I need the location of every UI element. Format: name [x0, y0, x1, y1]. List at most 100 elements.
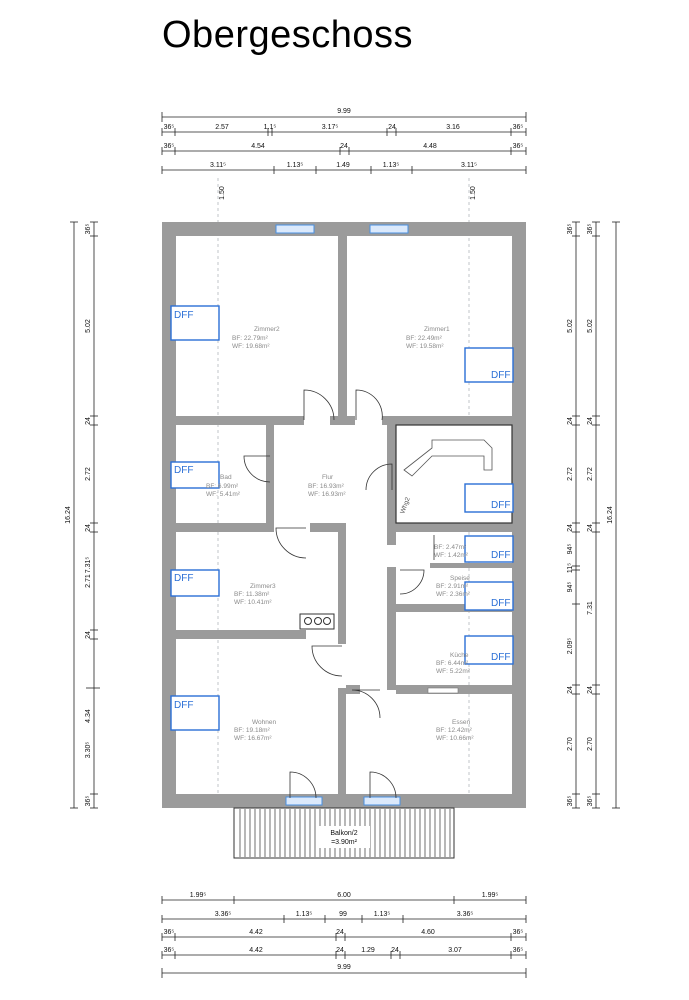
dim-bottom-r4-3: 24	[336, 947, 344, 954]
dim-top-r2-1: 36⁵	[164, 143, 175, 150]
dim-bottom-r2-2: 1.13⁵	[296, 911, 313, 918]
room-speise-bf: BF: 2.91m²	[436, 583, 469, 590]
dim-window-left: 1.50	[219, 186, 226, 200]
dff-abstell	[464, 535, 514, 563]
dim-top-r3-3: 1.49	[336, 162, 350, 169]
room-zimmer1-bf: BF: 22.49m²	[406, 335, 443, 342]
dim-top-r1-1: 36⁵	[164, 124, 175, 131]
dff-label-bad: DFF	[174, 465, 193, 476]
left-dimensions	[70, 221, 100, 809]
roof-window-labels: DFF DFF DFF DFF DFF DFF DFF DFF DFF	[174, 310, 510, 711]
dim-top-r2-3: 24	[340, 143, 348, 150]
dim-bottom-r3-4: 4.60	[421, 929, 435, 936]
dim-left-b2: 3.30⁵	[85, 742, 92, 759]
room-flur-name: Flur	[322, 474, 334, 481]
dim-bottom-r4-4: 1.29	[361, 947, 375, 954]
dff-speise	[464, 581, 514, 611]
dim-right-b9: 36⁵	[587, 796, 594, 807]
dim-top-r3-2: 1.13⁵	[287, 162, 304, 169]
balcony-name: Balkon/2	[330, 830, 357, 837]
dim-right-a8: 94⁵	[567, 582, 574, 593]
dim-right-a11: 2.70	[567, 737, 574, 751]
room-zimmer2-wf: WF: 19.68m²	[232, 343, 270, 350]
dim-top-r3-4: 1.13⁵	[383, 162, 400, 169]
dim-top-r1-5: 24	[388, 124, 396, 131]
dim-top-r1-2: 2.57	[215, 124, 229, 131]
dff-label-zimmer3: DFF	[174, 573, 193, 584]
dim-bottom-r2-3: 99	[339, 911, 347, 918]
dim-left-a8: 4.34	[85, 709, 92, 723]
room-kueche-name: Küche	[450, 652, 469, 659]
room-kueche-wf: WF: 5.22m²	[436, 668, 471, 675]
room-bad-name: Bad	[220, 474, 232, 481]
dff-label-abstell: DFF	[491, 550, 510, 561]
room-essen-wf: WF: 10.66m²	[436, 735, 474, 742]
dff-kueche	[464, 635, 514, 665]
dff-stair	[464, 483, 514, 513]
top-dimensions	[161, 112, 527, 174]
dim-right-a2: 5.02	[567, 319, 574, 333]
room-essen-name: Essen	[452, 719, 470, 726]
dim-right-b6: 7.31	[587, 601, 594, 615]
room-wohnen-wf: WF: 16.67m²	[234, 735, 272, 742]
dim-left-a5: 24	[85, 524, 92, 532]
dim-left-a4: 2.72	[85, 467, 92, 481]
dff-bad	[170, 461, 220, 489]
room-zimmer2-bf: BF: 22.79m²	[232, 335, 269, 342]
dim-left-a3: 24	[85, 417, 92, 425]
dim-bottom-r1-3: 1.99⁵	[482, 892, 499, 899]
top-windows	[275, 224, 409, 806]
dim-left-a6: 2.71	[85, 574, 92, 588]
dim-left-b1: 7.31⁵	[85, 557, 92, 574]
dim-left-a9: 36⁵	[85, 796, 92, 807]
dim-right-a5: 24	[567, 524, 574, 532]
right-dimension-labels: 36⁵ 5.02 24 2.72 24 94⁵ 11⁵ 94⁵ 2.09⁵ 24…	[567, 224, 614, 807]
dff-zimmer2	[170, 305, 220, 341]
walls	[162, 222, 526, 808]
dim-top-total: 9.99	[337, 108, 351, 115]
dff-zimmer3	[170, 569, 220, 597]
room-zimmer3-wf: WF: 10.41m²	[234, 599, 272, 606]
kitchen-window-sill	[427, 687, 459, 694]
dim-bottom-r4-6: 3.07	[448, 947, 462, 954]
room-flur-bf: BF: 16.93m²	[308, 483, 345, 490]
roof-windows	[170, 305, 514, 731]
dim-right-a6: 94⁵	[567, 544, 574, 555]
dim-right-b7: 24	[587, 686, 594, 694]
dim-right-b1: 36⁵	[587, 224, 594, 235]
right-dimensions	[572, 221, 620, 809]
dim-left-total: 16.24	[65, 506, 72, 524]
room-zimmer1-wf: WF: 19.58m²	[406, 343, 444, 350]
room-wohnen-bf: BF: 19.18m²	[234, 727, 271, 734]
dim-bottom-r3-1: 36⁵	[164, 929, 175, 936]
dim-top-r2-2: 4.54	[251, 143, 265, 150]
dim-right-total: 16.24	[607, 506, 614, 524]
dim-left-a1: 36⁵	[85, 224, 92, 235]
dim-bottom-r4-7: 36⁵	[513, 947, 524, 954]
window-zimmer1	[369, 224, 409, 234]
room-essen-bf: BF: 12.42m²	[436, 727, 473, 734]
room-kueche-bf: BF: 6.44m²	[436, 660, 469, 667]
dim-right-b2: 5.02	[587, 319, 594, 333]
room-zimmer2-name: Zimmer2	[254, 326, 280, 333]
window-zimmer2	[275, 224, 315, 234]
dff-label-wohnen: DFF	[174, 700, 193, 711]
dim-bottom-r2-4: 1.13⁵	[374, 911, 391, 918]
dim-bottom-r2-1: 3.36⁵	[215, 911, 232, 918]
dim-bottom-r4-5: 24	[391, 947, 399, 954]
dff-label-zimmer2: DFF	[174, 310, 193, 321]
dim-left-a2: 5.02	[85, 319, 92, 333]
dim-bottom-r1-2: 6.00	[337, 892, 351, 899]
dim-right-a3: 24	[567, 417, 574, 425]
room-bad-bf: BF: 6.99m²	[206, 483, 239, 490]
top-dimension-labels: 9.99 36⁵ 2.57 1.1⁵ 3.17⁵ 24 3.16 36⁵ 36⁵…	[164, 108, 524, 169]
dim-bottom-r3-3: 24	[336, 929, 344, 936]
balcony: Balkon/2 =3.90m²	[233, 807, 455, 859]
balcony-area: =3.90m²	[331, 839, 358, 846]
room-zimmer3-bf: BF: 11.38m²	[234, 591, 270, 598]
dim-top-r1-7: 36⁵	[513, 124, 524, 131]
dim-bottom-total: 9.99	[337, 964, 351, 971]
dff-zimmer1	[464, 347, 514, 383]
dim-right-a9: 2.09⁵	[567, 638, 574, 655]
